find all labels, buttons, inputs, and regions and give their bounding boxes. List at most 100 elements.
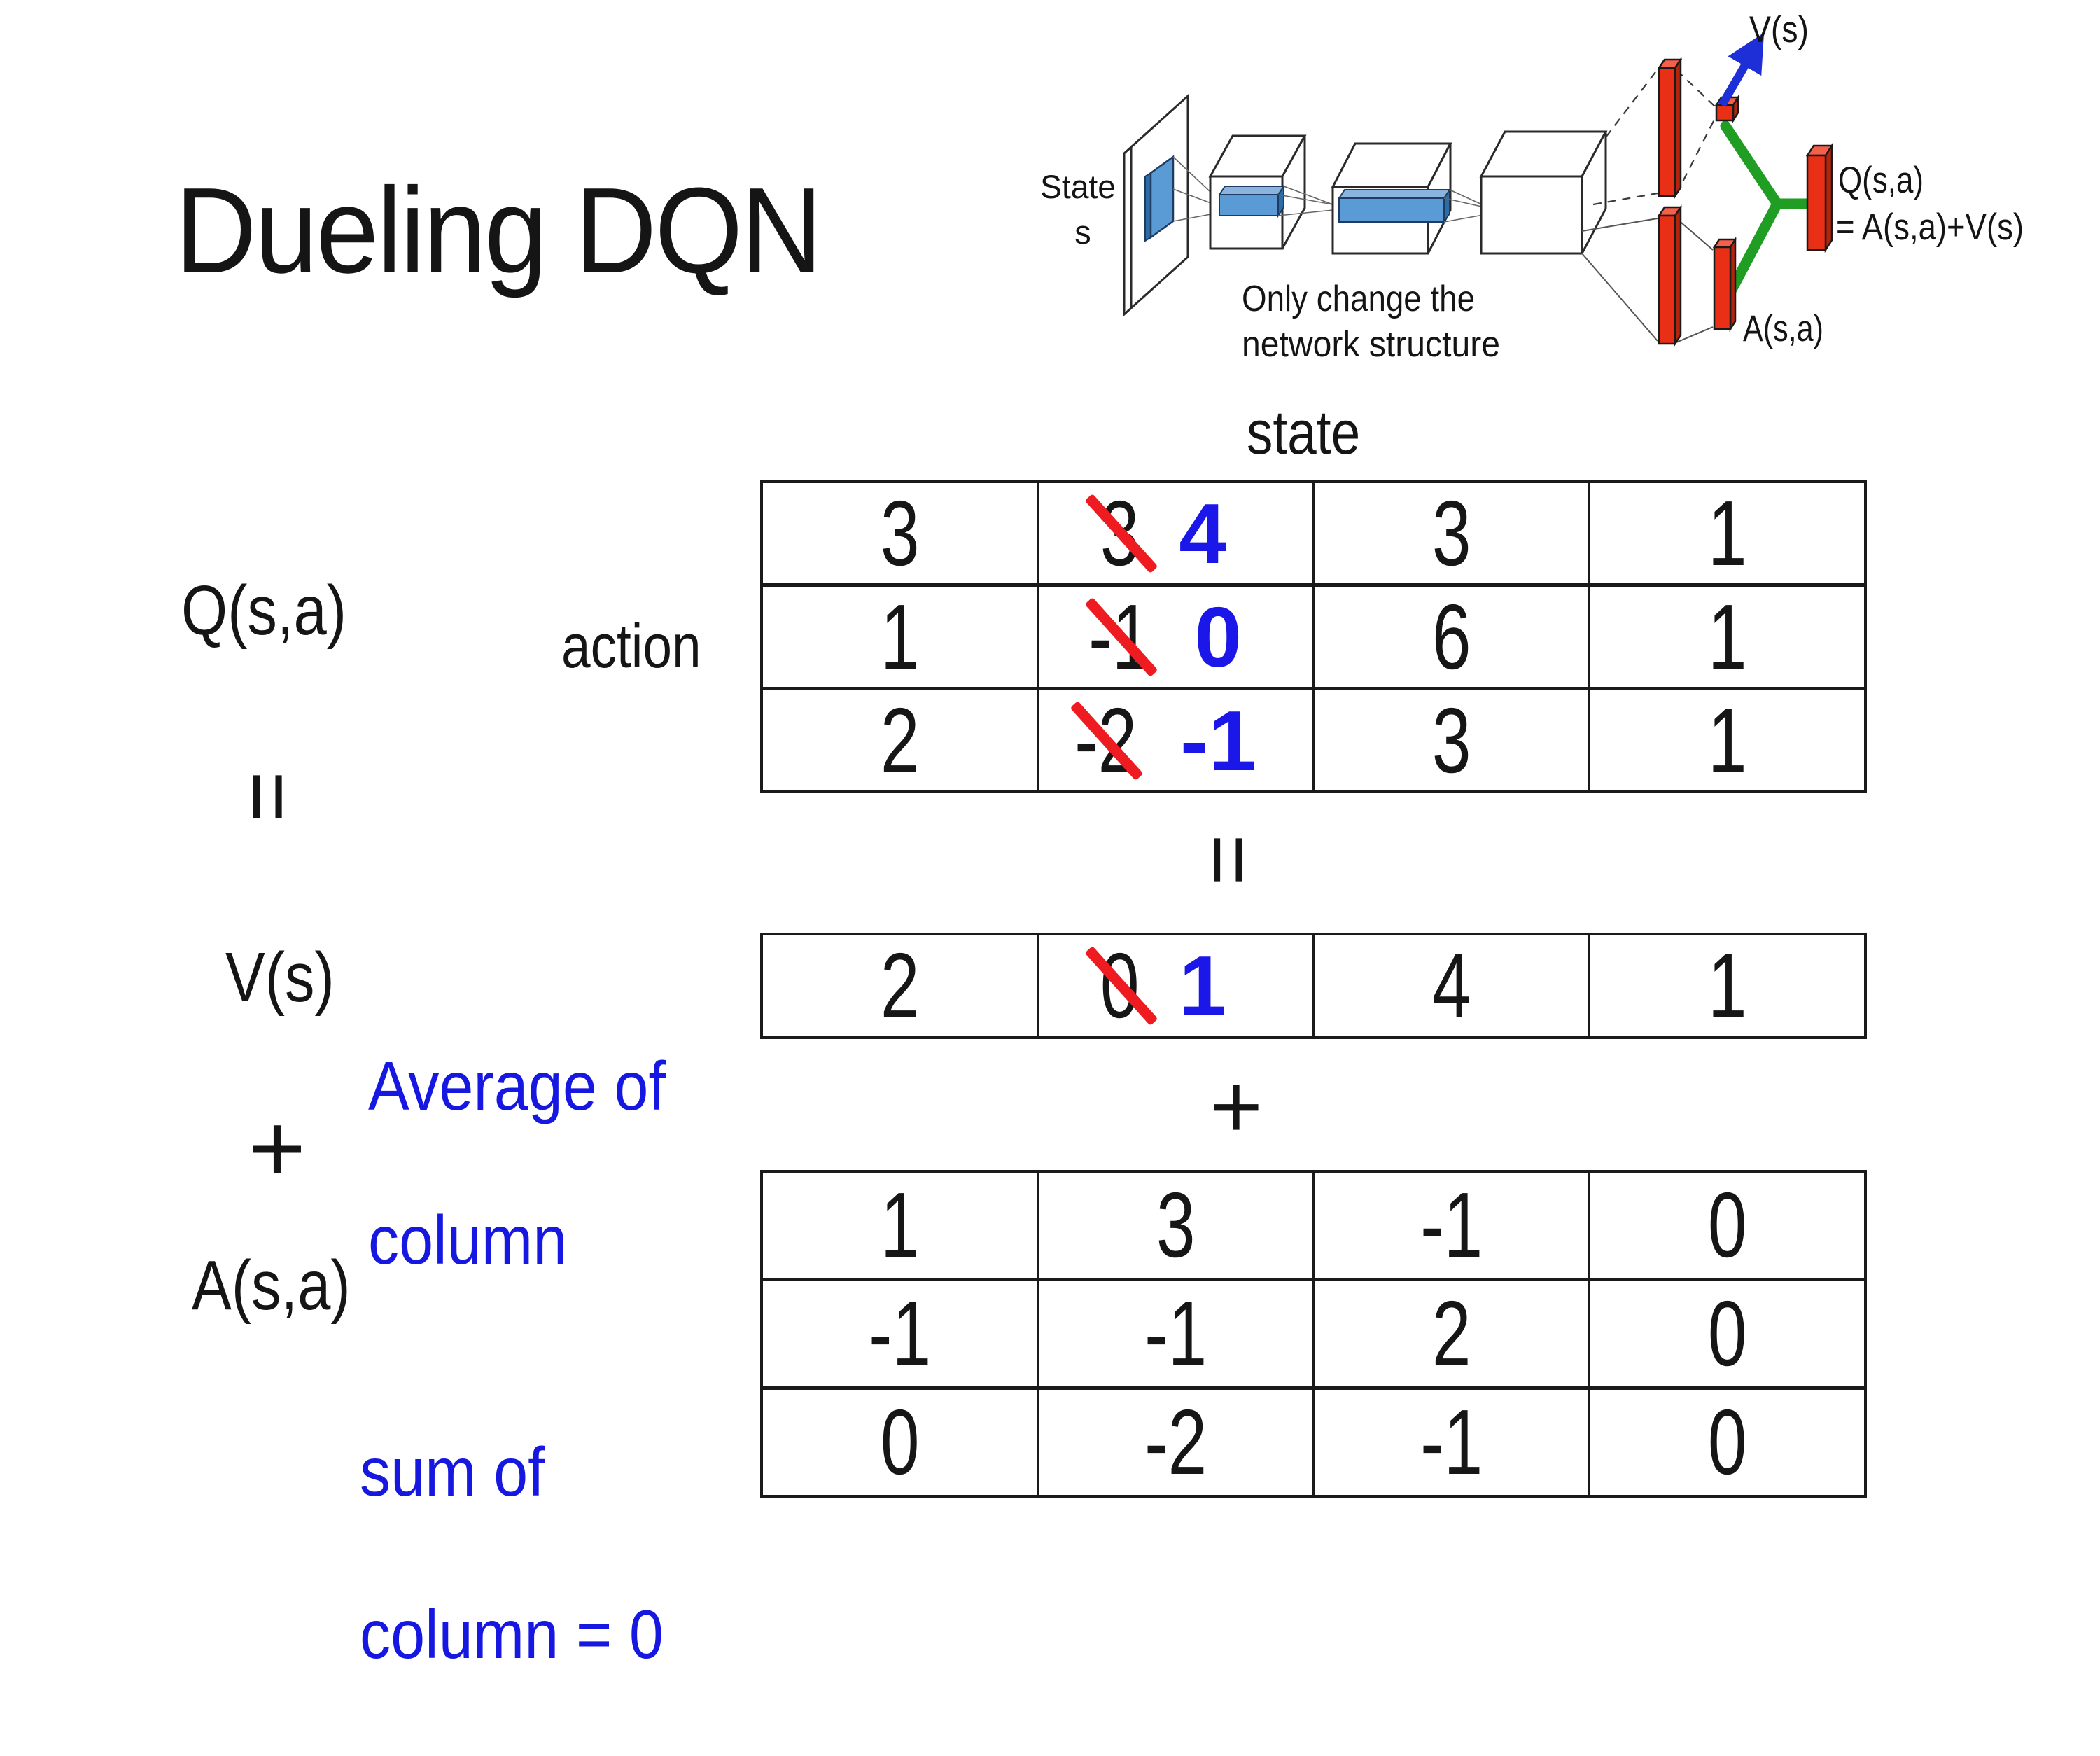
merge-connector <box>1720 120 1813 305</box>
cell-value: -1 <box>868 1282 932 1385</box>
v-term-label: V(s) <box>225 938 335 1017</box>
cell-value: 0 <box>880 1391 920 1493</box>
v-matrix-cell-r0c2: 4 <box>1312 935 1588 1036</box>
cell-value: 1 <box>880 1173 920 1276</box>
a-matrix-cell-r2c1: -2 <box>1037 1390 1312 1495</box>
old-value-wrap: -2 <box>1065 694 1147 787</box>
cell-value: 1 <box>1707 585 1747 688</box>
q-output-bar <box>1805 142 1834 253</box>
q-matrix-cell-r0c3: 1 <box>1588 483 1864 583</box>
q-matrix-cell-r2c2: 3 <box>1312 690 1588 790</box>
advantage-stream-lines <box>1581 218 1714 343</box>
corrected-cell-pair: -1 0 <box>1079 589 1242 685</box>
cell-value: 1 <box>880 585 920 688</box>
cell-value: 2 <box>880 688 920 792</box>
a-matrix-row-0: 1 3 -1 0 <box>763 1173 1864 1278</box>
dueling-network-diagram: State s Only change the network structur… <box>1040 9 2024 365</box>
cell-value: 3 <box>880 481 920 585</box>
corrected-cell-pair: -2 -1 <box>1065 692 1256 788</box>
conv-fan-2 <box>1278 186 1334 216</box>
equals-mid-symbol: = <box>1180 834 1280 886</box>
action-axis-label: action <box>561 611 701 681</box>
q-output-label: Q(s,a) <box>1838 160 1924 201</box>
network-note-line1: Only change the <box>1242 279 1475 319</box>
q-output-formula: = A(s,a)+V(s) <box>1836 207 2024 248</box>
q-matrix-cell-r2c1: -2 -1 <box>1037 690 1312 790</box>
cell-value: 0 <box>1707 1391 1747 1493</box>
old-value-wrap: 3 <box>1084 487 1158 580</box>
cell-value: 3 <box>1156 1173 1196 1276</box>
q-matrix-cell-r1c2: 6 <box>1312 587 1588 687</box>
cell-value: -1 <box>1420 1173 1483 1276</box>
cell-value: 1 <box>1707 934 1747 1037</box>
old-value-wrap: -1 <box>1079 590 1161 683</box>
v-matrix-row-0: 20141 <box>763 935 1864 1036</box>
old-value-wrap: 0 <box>1084 940 1158 1032</box>
cell-value: 6 <box>1432 585 1471 688</box>
cell-value: 1 <box>1707 688 1747 792</box>
sum-of-column-note: sum of column = 0 <box>360 1350 664 1756</box>
cell-value: 2 <box>1432 1282 1471 1385</box>
average-of-column-note: Average of column <box>368 970 666 1356</box>
cell-value: 0 <box>1707 1173 1747 1276</box>
equals-left-symbol: = <box>220 771 319 823</box>
a-matrix-cell-r1c0: -1 <box>763 1281 1037 1386</box>
average-note-line2: column <box>368 1201 568 1278</box>
a-matrix-cell-r2c2: -1 <box>1312 1390 1588 1495</box>
a-matrix-row-1: -1 -1 2 0 <box>763 1278 1864 1386</box>
q-matrix-row-0: 33431 <box>763 483 1864 583</box>
a-matrix-cell-r0c3: 0 <box>1588 1173 1864 1278</box>
plus-mid-symbol: + <box>1210 1055 1263 1157</box>
q-matrix-cell-r1c0: 1 <box>763 587 1037 687</box>
new-cell-value: 0 <box>1194 589 1242 685</box>
plus-left-symbol: + <box>248 1093 306 1203</box>
cell-value: 1 <box>1707 481 1747 585</box>
a-matrix-cell-r0c0: 1 <box>763 1173 1037 1278</box>
q-matrix-cell-r1c1: -1 0 <box>1037 587 1312 687</box>
fc-bar-bottom <box>1657 204 1683 347</box>
sum-note-line1: sum of <box>360 1433 545 1510</box>
a-matrix-row-2: 0 -2 -1 0 <box>763 1386 1864 1495</box>
state-label-s: s <box>1074 214 1091 251</box>
feature-bar-1 <box>1218 183 1285 218</box>
a-matrix-cell-r0c1: 3 <box>1037 1173 1312 1278</box>
a-matrix-cell-r1c2: 2 <box>1312 1281 1588 1386</box>
cell-value: 4 <box>1432 934 1471 1037</box>
a-matrix-cell-r2c0: 0 <box>763 1390 1037 1495</box>
q-matrix-cell-r2c3: 1 <box>1588 690 1864 790</box>
a-matrix-cell-r0c2: -1 <box>1312 1173 1588 1278</box>
v-matrix-cell-r0c0: 2 <box>763 935 1037 1036</box>
fc-bar-top <box>1657 56 1683 200</box>
state-label: State <box>1040 168 1116 205</box>
q-matrix-cell-r2c0: 2 <box>763 690 1037 790</box>
cell-value: -2 <box>1144 1391 1208 1493</box>
cell-value: 0 <box>1707 1282 1747 1385</box>
a-matrix-cell-r2c3: 0 <box>1588 1390 1864 1495</box>
cell-value: -1 <box>1144 1282 1208 1385</box>
network-note-line2: network structure <box>1242 324 1500 365</box>
q-matrix-cell-r1c3: 1 <box>1588 587 1864 687</box>
value-stream-dashed-lines <box>1592 69 1716 206</box>
cell-value: 3 <box>1432 481 1471 585</box>
cell-value: -1 <box>1420 1391 1483 1493</box>
value-arrow <box>1718 32 1765 108</box>
q-matrix-cell-r0c2: 3 <box>1312 483 1588 583</box>
slide-title: Dueling DQN <box>175 162 822 298</box>
advantage-bar <box>1712 236 1737 333</box>
new-cell-value: -1 <box>1180 692 1256 788</box>
average-note-line1: Average of <box>368 1047 666 1124</box>
new-cell-value: 4 <box>1179 485 1227 581</box>
v-matrix-cell-r0c3: 1 <box>1588 935 1864 1036</box>
new-cell-value: 1 <box>1179 938 1227 1033</box>
cell-value: 2 <box>880 934 920 1037</box>
corrected-cell-pair: 01 <box>1084 938 1227 1033</box>
v-matrix-cell-r0c1: 01 <box>1037 935 1312 1036</box>
q-term-label: Q(s,a) <box>181 571 347 650</box>
a-matrix-cell-r1c3: 0 <box>1588 1281 1864 1386</box>
q-matrix-cell-r0c0: 3 <box>763 483 1037 583</box>
advantage-output-label: A(s,a) <box>1743 308 1823 349</box>
q-matrix-row-2: 2 -2 -1 3 1 <box>763 687 1864 790</box>
state-axis-header: state <box>1247 398 1361 467</box>
